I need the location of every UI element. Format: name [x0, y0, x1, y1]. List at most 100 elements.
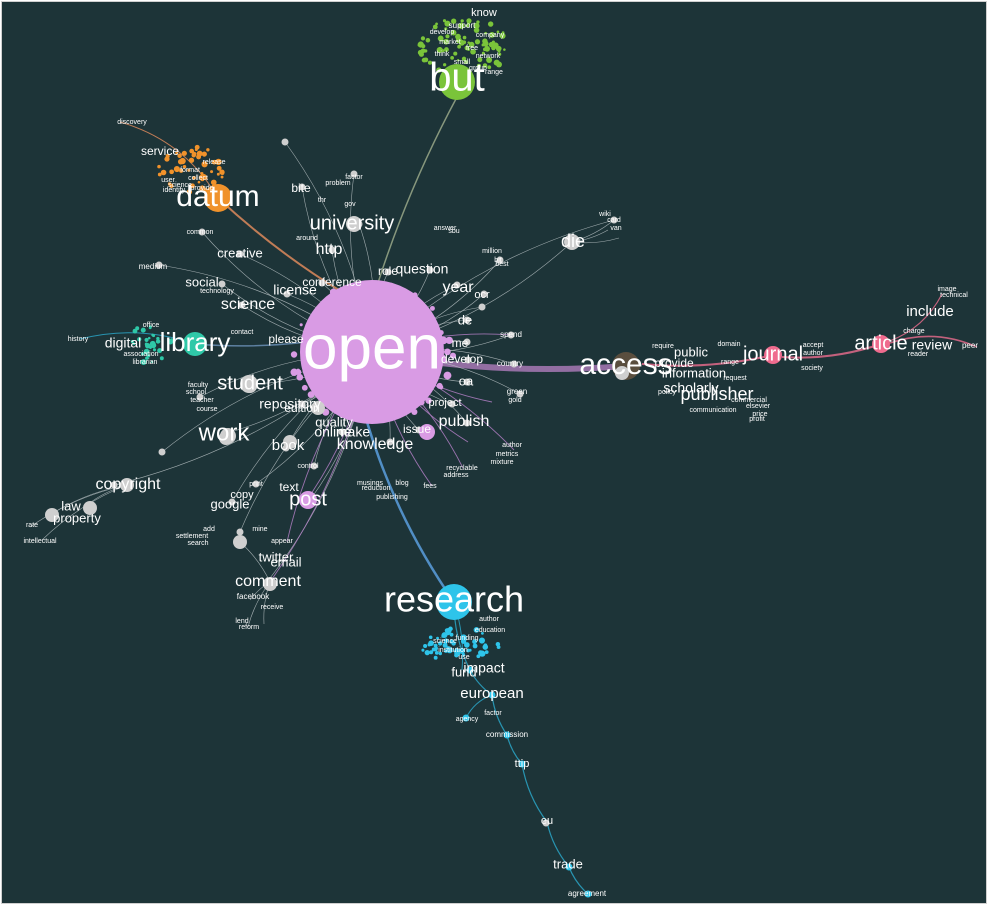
research-cluster-node[interactable] — [421, 648, 425, 652]
datum-cluster-node[interactable] — [160, 169, 167, 176]
hub-node-but[interactable] — [439, 64, 475, 100]
research-cluster-node[interactable] — [478, 637, 486, 644]
open-cluster-node[interactable] — [429, 305, 435, 311]
hub-node-article[interactable] — [872, 335, 890, 353]
open-cluster-node[interactable] — [307, 391, 315, 398]
but-cluster-node[interactable] — [476, 63, 481, 68]
library-cluster-node[interactable] — [149, 325, 152, 329]
datum-cluster-node[interactable] — [181, 150, 187, 156]
die-node[interactable] — [564, 234, 580, 250]
secondary-node[interactable] — [233, 535, 247, 549]
research-cluster-node[interactable] — [466, 648, 471, 653]
but-cluster-node[interactable] — [432, 24, 438, 30]
secondary-node[interactable] — [488, 691, 496, 699]
datum-cluster-node[interactable] — [196, 154, 202, 160]
but-cluster-node[interactable] — [442, 63, 447, 67]
datum-cluster-node[interactable] — [206, 148, 210, 152]
neutral-node[interactable] — [155, 261, 163, 269]
research-cluster-node[interactable] — [495, 641, 501, 647]
research-cluster-node[interactable] — [473, 627, 480, 633]
research-cluster-node[interactable] — [464, 642, 470, 648]
but-cluster-node[interactable] — [474, 39, 481, 45]
research-cluster-node[interactable] — [442, 642, 448, 648]
hub-node-datum[interactable] — [204, 184, 232, 212]
post-node[interactable] — [299, 491, 317, 509]
open-cluster-node[interactable] — [444, 348, 451, 356]
neutral-node[interactable] — [318, 279, 326, 287]
secondary-node[interactable] — [565, 863, 573, 871]
but-cluster-node[interactable] — [487, 21, 494, 27]
but-cluster-node[interactable] — [498, 52, 502, 56]
research-cluster-node[interactable] — [454, 652, 459, 658]
open-cluster-node[interactable] — [425, 397, 432, 404]
neutral-node[interactable] — [228, 498, 236, 506]
datum-cluster-node[interactable] — [210, 179, 217, 186]
hub-node-journal[interactable] — [764, 346, 782, 364]
but-cluster-node[interactable] — [462, 35, 467, 40]
research-cluster-node[interactable] — [476, 654, 481, 659]
neutral-node[interactable] — [218, 280, 226, 288]
but-cluster-node[interactable] — [456, 59, 460, 62]
hub-node-library[interactable] — [183, 332, 207, 356]
datum-cluster-node[interactable] — [157, 172, 162, 177]
but-cluster-node[interactable] — [488, 41, 495, 48]
open-cluster-node[interactable] — [299, 323, 303, 327]
open-cluster-node[interactable] — [449, 352, 457, 359]
but-cluster-node[interactable] — [466, 18, 472, 24]
research-cluster-node[interactable] — [480, 651, 486, 657]
but-cluster-node[interactable] — [417, 43, 420, 47]
work-node[interactable] — [220, 428, 236, 444]
datum-cluster-node[interactable] — [169, 183, 174, 189]
datum-cluster-node[interactable] — [182, 165, 187, 169]
but-cluster-node[interactable] — [473, 27, 480, 33]
neutral-node[interactable] — [198, 228, 206, 236]
research-cluster-node[interactable] — [484, 650, 489, 655]
library-cluster-node[interactable] — [145, 343, 151, 349]
neutral-node[interactable] — [496, 256, 504, 264]
research-cluster-node[interactable] — [483, 643, 488, 647]
open-cluster-node[interactable] — [301, 384, 308, 391]
neutral-node[interactable] — [252, 480, 260, 488]
hub-node-research[interactable] — [436, 584, 472, 620]
neutral-node[interactable] — [281, 138, 289, 146]
but-cluster-node[interactable] — [444, 47, 449, 52]
open-cluster-node[interactable] — [296, 368, 300, 373]
library-cluster-node[interactable] — [150, 360, 154, 364]
neutral-node[interactable] — [238, 301, 246, 309]
library-cluster-node[interactable] — [152, 334, 156, 338]
datum-cluster-node[interactable] — [192, 176, 196, 180]
neutral-node[interactable] — [196, 393, 204, 401]
but-cluster-node[interactable] — [445, 34, 450, 39]
research-cluster-node[interactable] — [472, 639, 477, 645]
library-cluster-node[interactable] — [140, 327, 146, 333]
but-cluster-node[interactable] — [495, 45, 502, 52]
but-cluster-node[interactable] — [441, 49, 445, 53]
datum-cluster-node[interactable] — [196, 146, 199, 150]
datum-cluster-node[interactable] — [204, 176, 208, 180]
but-cluster-node[interactable] — [425, 37, 431, 43]
research-cluster-node[interactable] — [444, 628, 450, 634]
but-cluster-node[interactable] — [421, 57, 427, 63]
but-cluster-node[interactable] — [481, 51, 485, 55]
library-cluster-node[interactable] — [155, 339, 161, 344]
research-cluster-node[interactable] — [449, 632, 454, 637]
library-cluster-node[interactable] — [132, 342, 136, 346]
but-cluster-node[interactable] — [451, 18, 457, 24]
research-cluster-node[interactable] — [424, 650, 430, 656]
but-cluster-node[interactable] — [440, 38, 444, 42]
research-cluster-node[interactable] — [423, 643, 428, 649]
open-cluster-node[interactable] — [296, 373, 304, 381]
secondary-node[interactable] — [518, 760, 526, 768]
open-cluster-node[interactable] — [290, 351, 298, 358]
neutral-node[interactable] — [338, 428, 346, 436]
library-cluster-node[interactable] — [143, 348, 150, 355]
library-cluster-node[interactable] — [150, 342, 157, 349]
datum-cluster-node[interactable] — [220, 171, 225, 175]
research-cluster-node[interactable] — [438, 651, 443, 656]
datum-cluster-node[interactable] — [189, 148, 195, 154]
neutral-node[interactable] — [478, 303, 486, 311]
datum-cluster-node[interactable] — [201, 161, 208, 168]
but-cluster-node[interactable] — [470, 48, 476, 55]
research-cluster-node[interactable] — [437, 641, 443, 646]
